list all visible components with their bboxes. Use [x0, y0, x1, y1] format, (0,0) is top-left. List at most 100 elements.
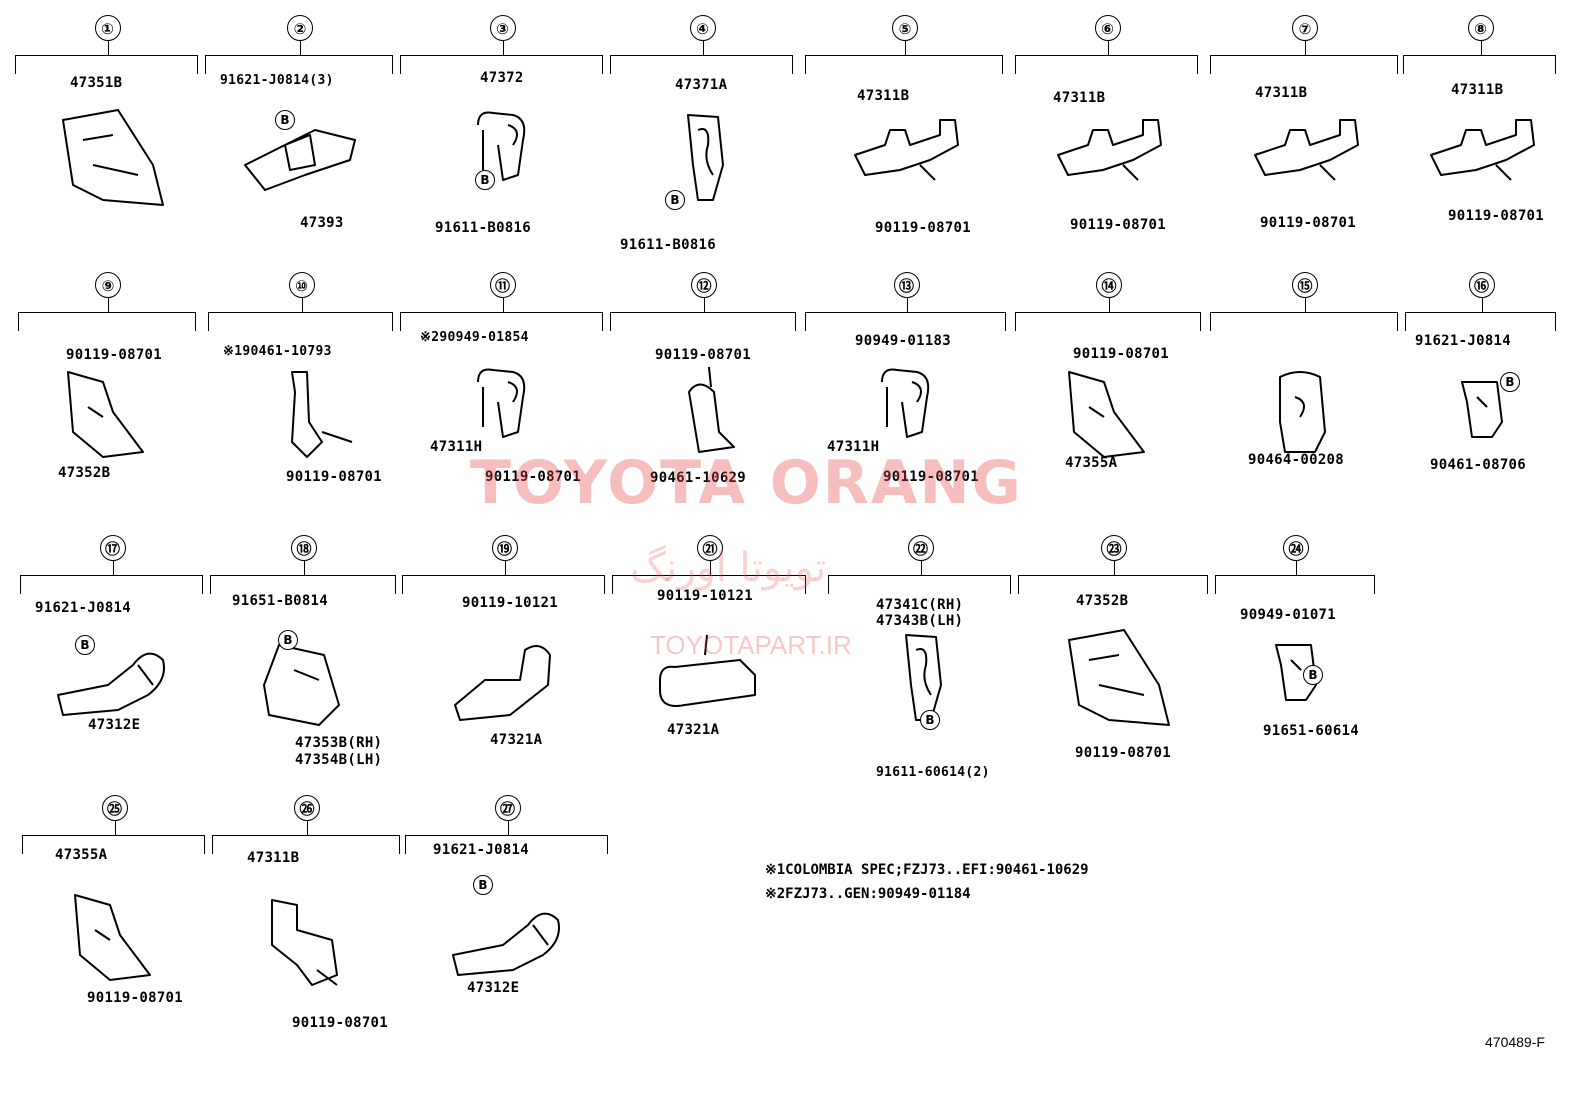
part-number-label: 91651-B0814 [232, 593, 329, 609]
part-number-label: ※290949-01854 [420, 330, 529, 345]
part-illustration-outline [73, 894, 151, 981]
callout-stem [1109, 298, 1110, 312]
part-number-label: 90119-08701 [1070, 217, 1167, 233]
part-number-label: 90119-08701 [286, 469, 383, 485]
part-illustration-outline [263, 644, 340, 726]
part-number-label: 47351B [70, 75, 123, 91]
part-illustration-outline [290, 371, 352, 458]
part-illustration-outline [1068, 629, 1170, 726]
part-number-label: 90119-08701 [1260, 215, 1357, 231]
part-illustration-outline [61, 109, 164, 206]
part-number-label: 47311B [1451, 82, 1504, 98]
part-number-label: 47371A [675, 77, 728, 93]
part-number-label: 47311B [1255, 85, 1308, 101]
part-number-label: 90119-10121 [462, 595, 559, 611]
group-bracket [20, 575, 203, 594]
part-number-label: 47321A [667, 722, 720, 738]
part-illustration-outline [271, 899, 338, 986]
part-illustration [1279, 371, 1326, 453]
callout-stem [1107, 41, 1109, 55]
callout-number: ㉖ [294, 795, 320, 821]
part-number-label: 47312E [467, 980, 520, 996]
part-illustration-outline [476, 368, 525, 438]
callout-number: ⑨ [95, 272, 121, 298]
part-illustration [271, 899, 338, 986]
part-number-label: 47311H [430, 439, 483, 455]
callout-stem [1480, 41, 1482, 55]
part-illustration [1068, 371, 1145, 458]
part-number-label: 91621-J0814 [35, 600, 132, 616]
callout-stem [108, 298, 109, 312]
part-illustration [1068, 629, 1170, 726]
part-illustration [854, 119, 959, 181]
part-illustration-outline [854, 119, 959, 181]
part-illustration [1254, 119, 1359, 181]
part-illustration [880, 368, 929, 438]
part-illustration [1056, 119, 1162, 181]
part-illustration [476, 368, 525, 438]
part-number-label: 90119-08701 [292, 1015, 389, 1031]
bolt-b-badge: B [920, 710, 940, 730]
part-number-label: 90464-00208 [1248, 452, 1345, 468]
part-illustration-outline [67, 371, 144, 458]
callout-stem [1305, 41, 1306, 55]
part-illustration [1460, 381, 1503, 438]
part-number-label: 47353B(RH) [295, 735, 383, 751]
part-number-label: 90119-08701 [66, 347, 163, 363]
part-illustration [244, 129, 356, 191]
note-2: ※2FZJ73..GEN:90949-01184 [765, 886, 971, 902]
callout-number: ⑬ [893, 272, 920, 298]
part-number-label: 90461-08706 [1430, 457, 1527, 473]
part-number-label: 91621-J0814(3) [220, 73, 334, 88]
group-bracket [400, 55, 603, 74]
group-bracket [1015, 312, 1201, 331]
part-number-label: 47311B [1053, 90, 1106, 106]
part-illustration-outline [904, 634, 942, 721]
part-number-label: 47372 [480, 70, 524, 86]
part-number-label: 90119-08701 [485, 469, 582, 485]
callout-stem [300, 41, 301, 55]
group-bracket [1210, 55, 1398, 74]
figure-code: 470489-F [1485, 1034, 1545, 1050]
callout-stem [906, 298, 908, 312]
group-bracket [1215, 575, 1375, 594]
part-number-label: 91611-B0816 [435, 220, 532, 236]
callout-stem [710, 561, 711, 575]
part-number-label: 90119-08701 [883, 469, 980, 485]
group-bracket [805, 55, 1003, 74]
part-number-label: 47312E [88, 717, 141, 733]
part-illustration [61, 109, 164, 206]
part-illustration-outline [1460, 381, 1503, 438]
callout-number: ⑪ [489, 272, 516, 298]
part-illustration-outline [1275, 644, 1317, 701]
callout-stem [502, 41, 504, 55]
part-illustration-outline [1056, 119, 1162, 181]
callout-stem [304, 561, 305, 575]
group-bracket [22, 835, 205, 854]
callout-stem [502, 298, 504, 312]
callout-stem [702, 41, 704, 55]
part-illustration [686, 114, 724, 201]
callout-number: ⑩ [288, 272, 315, 298]
callout-number: ㉔ [1283, 535, 1309, 561]
group-bracket [1018, 575, 1208, 594]
part-number-label: 47343B(LH) [876, 613, 964, 629]
part-illustration [73, 894, 151, 981]
callout-stem [704, 298, 705, 312]
group-bracket [400, 312, 603, 331]
part-illustration [659, 634, 756, 707]
part-number-label: 90119-08701 [875, 220, 972, 236]
